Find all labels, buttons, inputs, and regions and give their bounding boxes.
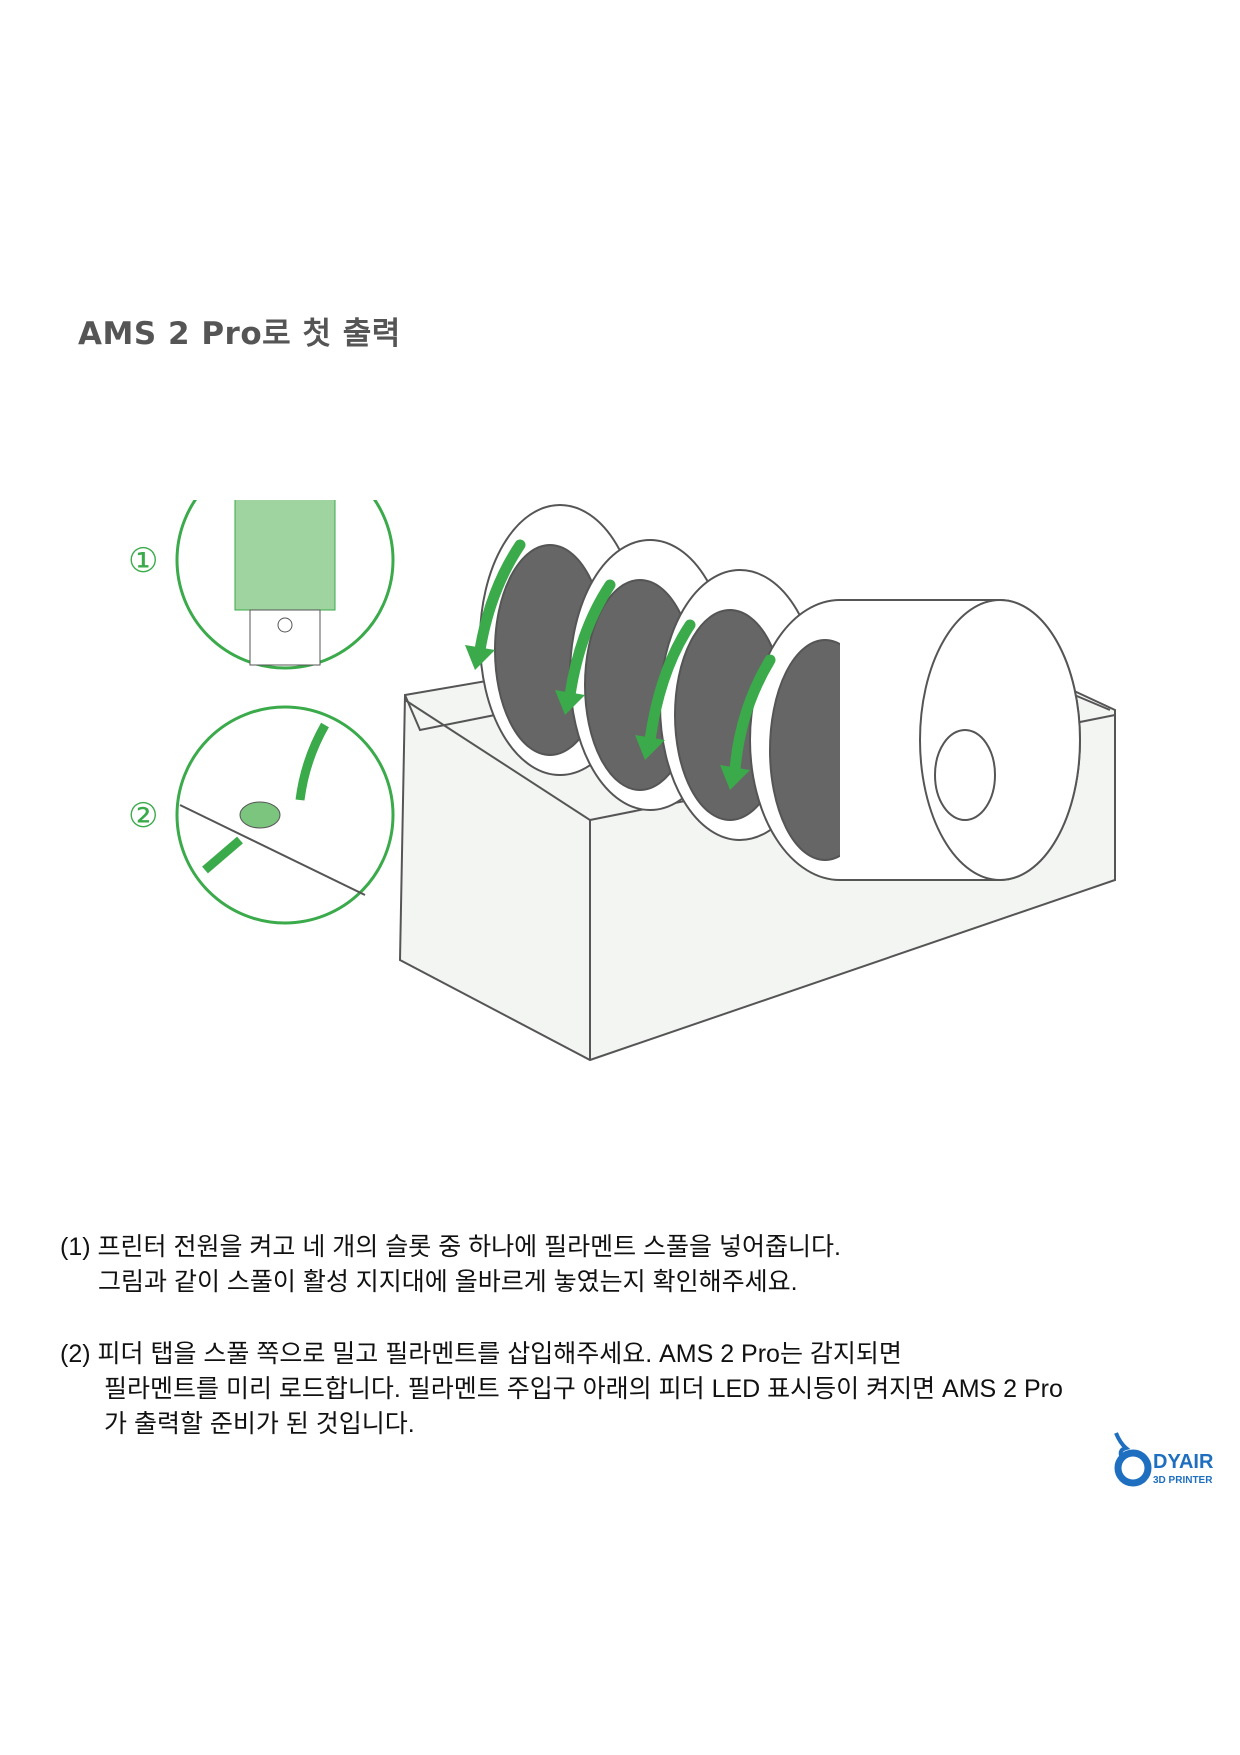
- spool-4: [749, 599, 1081, 881]
- callout-1-label: ①: [128, 541, 158, 581]
- step-text: 가 출력할 준비가 된 것입니다.: [104, 1410, 415, 1438]
- step-text: 그림과 같이 스풀이 활성 지지대에 올바르게 놓였는지 확인해주세요.: [98, 1268, 798, 1296]
- step-number: (2): [60, 1340, 91, 1368]
- svg-text:3D PRINTER: 3D PRINTER: [1153, 1475, 1213, 1486]
- detail-circle-2: [175, 705, 395, 925]
- svg-text:DYAIR: DYAIR: [1153, 1451, 1214, 1473]
- page-title: AMS 2 Pro로 첫 출력: [78, 316, 401, 352]
- step-1: (1) 프린터 전원을 켜고 네 개의 슬롯 중 하나에 필라멘트 스풀을 넣어…: [60, 1230, 1063, 1300]
- step-number: (1): [60, 1233, 91, 1261]
- spools: [479, 504, 1081, 881]
- detail-circle-1: [175, 500, 395, 670]
- callout-2-label: ②: [128, 796, 158, 836]
- dyair-logo: DYAIR 3D PRINTER: [1114, 1432, 1214, 1487]
- insert-arrows: [474, 539, 776, 776]
- instructions: (1) 프린터 전원을 켜고 네 개의 슬롯 중 하나에 필라멘트 스풀을 넣어…: [60, 1230, 1063, 1479]
- step-text: 필라멘트를 미리 로드합니다. 필라멘트 주입구 아래의 피더 LED 표시등이…: [104, 1375, 1063, 1403]
- step-2: (2) 피더 탭을 스풀 쪽으로 밀고 필라멘트를 삽입해주세요. AMS 2 …: [60, 1337, 1063, 1442]
- ams-illustration: ① ②: [128, 500, 1116, 1062]
- step-text: 프린터 전원을 켜고 네 개의 슬롯 중 하나에 필라멘트 스풀을 넣어줍니다.: [97, 1233, 841, 1261]
- step-text: 피더 탭을 스풀 쪽으로 밀고 필라멘트를 삽입해주세요. AMS 2 Pro는…: [97, 1340, 902, 1368]
